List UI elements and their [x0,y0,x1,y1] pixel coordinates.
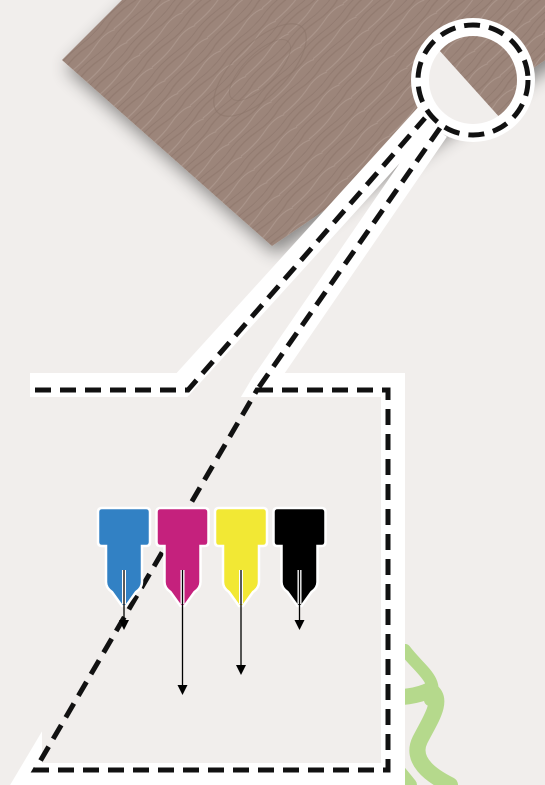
print-diagram [0,0,545,785]
